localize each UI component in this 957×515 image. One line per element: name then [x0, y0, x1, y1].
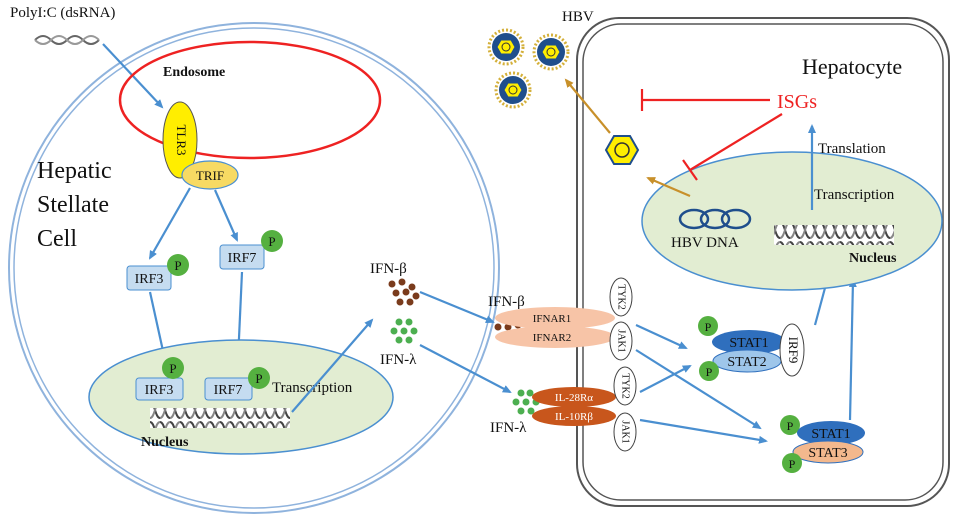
irf9-label: IRF9 [786, 337, 801, 364]
phospho-p-label: P [706, 365, 713, 379]
hbv-dna-label: HBV DNA [671, 235, 739, 251]
hsc-label-3: Cell [37, 226, 77, 252]
tlr3-receptor: TLR3 [162, 101, 198, 179]
il28ra-label: IL-28Rα [555, 392, 593, 404]
hbv-cccdna-icon [678, 208, 752, 230]
isgs-label: ISGs [777, 91, 817, 113]
jak1-kinase-bottom: JAK1 [613, 412, 637, 452]
tyk2-kinase-top: TYK2 [609, 277, 633, 317]
ifnar2-label: IFNAR2 [533, 332, 572, 344]
irf7-cytoplasm: IRF7 P [219, 230, 283, 270]
ifnar1-label: IFNAR1 [533, 313, 572, 325]
tyk2-label: TYK2 [620, 373, 631, 399]
irf7-label: IRF7 [228, 251, 257, 266]
phospho-p-label: P [268, 234, 275, 249]
irf3-cytoplasm: IRF3 P [126, 254, 189, 291]
phospho-p-label: P [705, 320, 712, 334]
hepatocyte-cell [576, 17, 950, 507]
phospho-p-label: P [255, 371, 262, 386]
irf7-nuclear-label: IRF7 [214, 383, 243, 398]
hepatocyte-dna-icon [774, 225, 894, 245]
hepatocyte-nucleus [641, 151, 943, 291]
ifn-beta-molecules-icon [388, 278, 420, 306]
hbv-capsid-icon [604, 135, 640, 165]
jak1-label: JAK1 [620, 420, 631, 443]
tyk2-label: TYK2 [616, 284, 627, 310]
ifn-beta-receptor-label: IFN-β [488, 294, 525, 310]
isgf3-complex: P STAT1 STAT2 P IRF9 [698, 316, 805, 381]
hbv-label: HBV [562, 9, 594, 25]
stat1-label: STAT1 [729, 336, 768, 351]
hepatocyte-label: Hepatocyte [802, 54, 902, 79]
hbv-virion-icon [487, 28, 525, 66]
trif-adaptor: TRIF [181, 160, 239, 190]
ifn-lambda-receptor-label: IFN-λ [490, 420, 527, 436]
hbv-virion-icon [532, 33, 570, 71]
hsc-nucleus-label: Nucleus [141, 435, 189, 450]
phospho-p-label: P [787, 419, 794, 433]
translation-label: Translation [818, 141, 886, 157]
il10rb-label: IL-10Rβ [555, 411, 593, 423]
hepatic-stellate-cell [8, 22, 500, 514]
hbv-virion-icon [494, 71, 532, 109]
isg-inhibition-lines [640, 89, 783, 181]
irf3-nuclear: IRF3 P [135, 357, 184, 401]
ifn-lambda-molecules-icon [390, 318, 418, 344]
phospho-p-label: P [169, 361, 176, 376]
polyic-label: PolyI:C (dsRNA) [10, 5, 115, 21]
irf7-nuclear: IRF7 P [204, 367, 270, 401]
hepatocyte-transcription-label: Transcription [814, 187, 895, 203]
jak1-label: JAK1 [616, 329, 627, 352]
ifnar1-receptor: IFNAR1 [495, 307, 615, 329]
stat1-label: STAT1 [811, 427, 850, 442]
hsc-label-2: Stellate [37, 192, 109, 218]
il28ra-receptor: IL-28Rα [532, 387, 616, 407]
ifn-lambda-bound-icon [512, 389, 540, 415]
stat2-label: STAT2 [727, 355, 766, 370]
tyk2-kinase-bottom: TYK2 [613, 366, 637, 406]
hepatocyte-nucleus-label: Nucleus [849, 251, 897, 266]
stat3-label: STAT3 [808, 446, 847, 461]
stat1-stat3-complex: P STAT1 STAT3 P [780, 415, 865, 473]
endosome-label: Endosome [163, 65, 225, 80]
ifnar2-receptor: IFNAR2 [495, 326, 615, 348]
phospho-p-label: P [789, 457, 796, 471]
hsc-dna-icon [150, 408, 290, 428]
ifn-lambda-label: IFN-λ [380, 352, 417, 368]
il10rb-receptor: IL-10Rβ [532, 406, 616, 426]
irf3-nuclear-label: IRF3 [145, 383, 174, 398]
jak1-kinase-top: JAK1 [609, 321, 633, 361]
irf3-label: IRF3 [135, 272, 164, 287]
hsc-label-1: Hepatic [37, 158, 112, 184]
tlr3-label: TLR3 [174, 124, 189, 155]
trif-label: TRIF [196, 168, 224, 183]
phospho-p-label: P [174, 258, 181, 273]
endosome [118, 40, 382, 160]
dsrna-helix-icon [34, 35, 100, 45]
ifn-beta-label: IFN-β [370, 261, 407, 277]
